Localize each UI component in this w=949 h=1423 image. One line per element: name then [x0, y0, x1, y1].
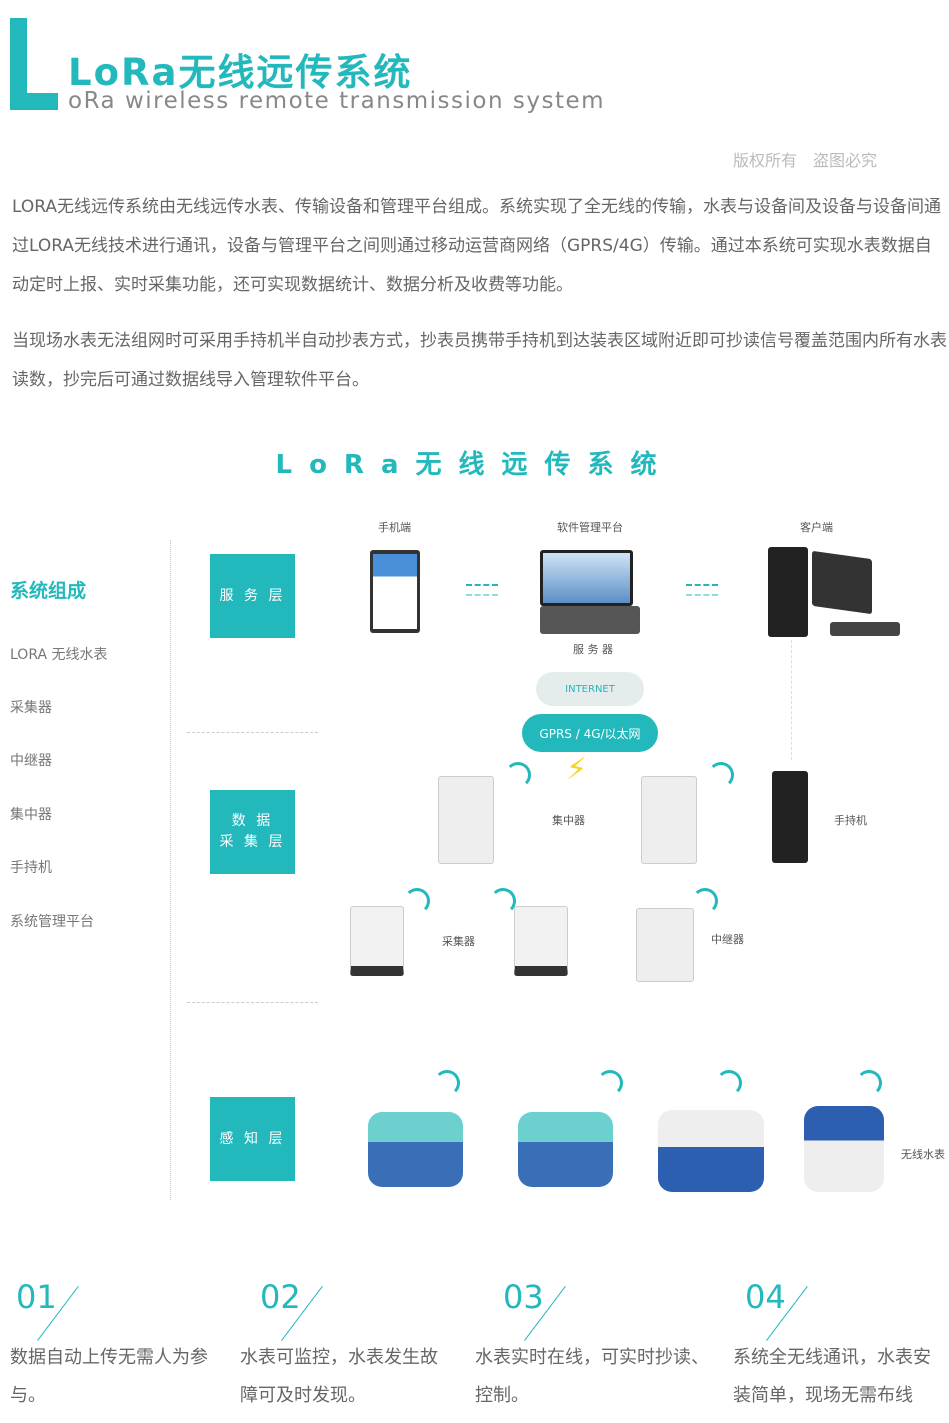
divider	[187, 1002, 318, 1003]
wifi-icon	[505, 762, 531, 788]
water-meter-image	[804, 1106, 884, 1192]
layer-data-collection: 数 据 采 集 层	[210, 790, 295, 874]
collector-image	[350, 906, 404, 976]
phone-image	[370, 550, 420, 633]
platform-label: 软件管理平台	[557, 521, 623, 534]
divider	[187, 732, 318, 733]
sidebar-item: 集中器	[10, 807, 52, 823]
server-rack-image	[540, 606, 640, 634]
handheld-image	[772, 771, 808, 863]
feature-item: 03 水表实时在线，可实时抄读、控制。	[475, 1278, 715, 1415]
intro-paragraph-1: LORA无线远传系统由无线远传水表、传输设备和管理平台组成。系统实现了全无线的传…	[12, 197, 941, 295]
water-meter-image	[518, 1112, 613, 1187]
server-label: 服 务 器	[573, 643, 613, 656]
repeater-label: 中继器	[711, 933, 744, 946]
feature-text: 数据自动上传无需人为参与。	[10, 1347, 208, 1406]
lightning-icon: ⚡	[566, 752, 588, 787]
collector-label: 采集器	[442, 935, 475, 948]
wifi-icon	[716, 1070, 742, 1096]
intro-paragraph-2: 当现场水表无法组网时可采用手持机半自动抄表方式，抄表员携带手持机到达装表区域附近…	[12, 331, 947, 390]
sidebar-item: 中继器	[10, 753, 52, 769]
feature-text: 水表实时在线，可实时抄读、控制。	[475, 1347, 709, 1406]
divider	[170, 540, 171, 1200]
wifi-icon	[434, 1070, 460, 1096]
wifi-icon	[404, 888, 430, 914]
feature-number: 02	[260, 1278, 301, 1316]
feature-number: 01	[16, 1278, 57, 1316]
client-label: 客户端	[800, 521, 833, 534]
wifi-icon	[708, 762, 734, 788]
sidebar-item: 系统管理平台	[10, 914, 94, 930]
layer-service: 服 务 层	[210, 554, 295, 638]
arrow-right-icon	[466, 594, 498, 596]
feature-number: 03	[503, 1278, 544, 1316]
arrow-left-icon	[686, 584, 718, 586]
wifi-icon	[597, 1070, 623, 1096]
sidebar-item: 手持机	[10, 860, 52, 876]
wifi-icon	[692, 888, 718, 914]
wifi-icon	[856, 1070, 882, 1096]
sidebar-item: 采集器	[10, 700, 52, 716]
page-subtitle: oRa wireless remote transmission system	[68, 88, 606, 114]
handheld-label: 手持机	[834, 814, 867, 827]
sidebar-item: LORA 无线水表	[10, 647, 108, 663]
logo-letter-l	[10, 18, 58, 110]
gprs-cloud: GPRS / 4G/以太网	[522, 714, 658, 752]
divider	[791, 640, 792, 760]
feature-text: 水表可监控，水表发生故障可及时发现。	[240, 1347, 438, 1406]
water-meter-image	[658, 1110, 764, 1192]
collector-image	[514, 906, 568, 976]
page-title: LoRa无线远传系统	[68, 51, 413, 94]
feature-number: 04	[745, 1278, 786, 1316]
feature-item: 01 数据自动上传无需人为参与。	[10, 1278, 210, 1415]
keyboard-image	[830, 622, 900, 636]
repeater-image	[636, 908, 694, 982]
pc-tower-image	[768, 547, 808, 637]
concentrator-image	[641, 776, 697, 864]
feature-item: 02 水表可监控，水表发生故障可及时发现。	[240, 1278, 450, 1415]
layer-perception: 感 知 层	[210, 1097, 295, 1181]
diagram-title: LoRa无线远传系统	[275, 450, 674, 480]
sidebar-heading: 系统组成	[10, 580, 87, 602]
concentrator-label: 集中器	[552, 814, 585, 827]
arrow-left-icon	[466, 584, 498, 586]
arrow-right-icon	[686, 594, 718, 596]
water-meter-image	[368, 1112, 463, 1187]
server-monitor-image	[540, 550, 633, 606]
meter-label: 无线水表	[901, 1148, 945, 1161]
feature-text: 系统全无线通讯，水表安装简单，现场无需布线	[733, 1347, 931, 1406]
concentrator-image	[438, 776, 494, 864]
feature-item: 04 系统全无线通讯，水表安装简单，现场无需布线	[733, 1278, 943, 1415]
copyright-notice: 版权所有 盗图必究	[733, 151, 878, 170]
wifi-icon	[490, 888, 516, 914]
internet-cloud: INTERNET	[536, 672, 644, 706]
pc-monitor-image	[812, 550, 872, 615]
phone-label: 手机端	[378, 521, 411, 534]
